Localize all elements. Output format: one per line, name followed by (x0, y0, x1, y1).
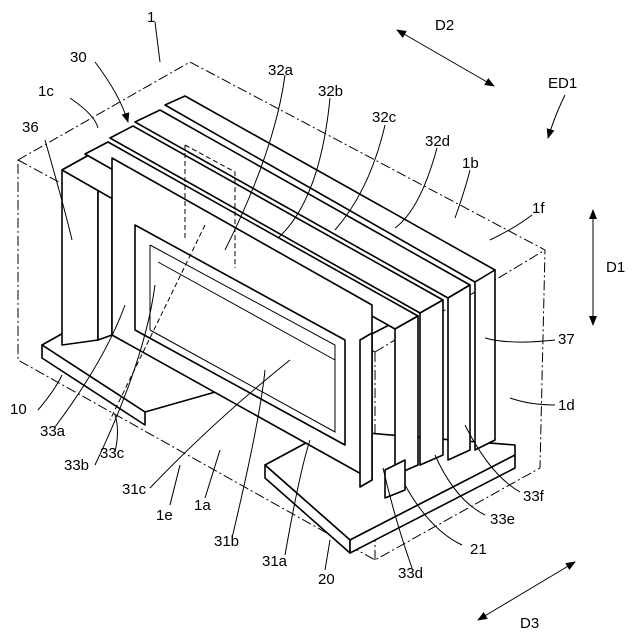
ed1-arrow (548, 95, 565, 138)
label-d3: D3 (520, 615, 539, 632)
label-33f: 33f (523, 488, 545, 505)
d3-arrow (478, 562, 575, 620)
label-21: 21 (470, 541, 487, 558)
label-37: 37 (558, 331, 575, 348)
label-31a: 31a (262, 553, 288, 570)
label-1: 1 (147, 9, 155, 26)
label-32d: 32d (425, 133, 450, 150)
label-1f: 1f (532, 200, 545, 217)
label-32a: 32a (268, 62, 294, 79)
label-36: 36 (22, 119, 39, 136)
label-10: 10 (10, 401, 27, 418)
label-31b: 31b (214, 533, 239, 550)
label-33a: 33a (40, 423, 66, 440)
label-1b: 1b (462, 155, 479, 172)
label-1e: 1e (156, 507, 173, 524)
label-20: 20 (318, 571, 335, 588)
label-32b: 32b (318, 83, 343, 100)
label-33c: 33c (100, 445, 125, 462)
label-33b: 33b (64, 457, 89, 474)
label-1c: 1c (38, 83, 54, 100)
label-33d: 33d (398, 565, 423, 582)
label-1a: 1a (194, 497, 211, 514)
label-d2: D2 (435, 17, 454, 34)
label-33e: 33e (490, 511, 515, 528)
label-31c: 31c (122, 481, 147, 498)
label-d1: D1 (606, 259, 625, 276)
label-1d: 1d (558, 397, 575, 414)
d2-arrow (397, 30, 494, 86)
label-30: 30 (70, 49, 87, 66)
label-ed1: ED1 (548, 75, 577, 92)
label-32c: 32c (372, 109, 397, 126)
